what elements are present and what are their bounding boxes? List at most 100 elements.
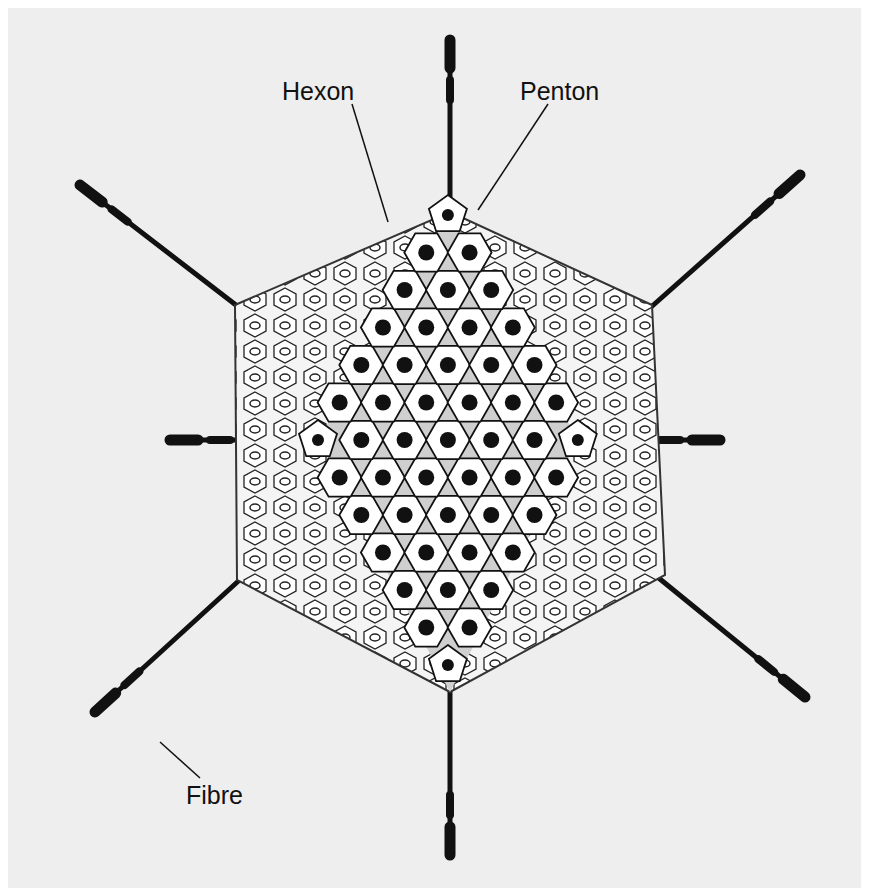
hexon [469, 571, 513, 609]
penton-base [429, 195, 467, 231]
fibre-shaft [650, 175, 800, 308]
hexon-grid [299, 195, 597, 681]
front-face [318, 212, 578, 692]
hexon-dot [483, 282, 499, 298]
penton-base [299, 420, 337, 456]
hexon-dot [418, 470, 434, 486]
hexon [491, 458, 535, 496]
penton-base [429, 645, 467, 681]
hexon-dot [397, 507, 413, 523]
fibre-knob [755, 202, 770, 215]
hexon-dot [483, 507, 499, 523]
fibre-knob [112, 209, 128, 221]
hexon [426, 346, 470, 384]
capsid-outline [235, 212, 665, 692]
hexon-dot [505, 545, 521, 561]
fibre-knob [660, 436, 680, 444]
hexon-dot [440, 507, 456, 523]
fibre-knob [445, 827, 456, 855]
hexon-dot [375, 320, 391, 336]
hexon [491, 308, 535, 346]
fibre-shaft [80, 185, 245, 312]
part-label: Penton [520, 78, 599, 106]
hexon [513, 421, 557, 459]
hexon-dot [375, 395, 391, 411]
hexon [426, 496, 470, 534]
hexon-dot [440, 582, 456, 598]
hexon-dot [462, 320, 478, 336]
hexon-dot [397, 582, 413, 598]
hexon [383, 346, 427, 384]
hexon [448, 383, 492, 421]
hexon [513, 496, 557, 534]
hexon-dot [505, 395, 521, 411]
hexon [404, 608, 448, 646]
hexon-dot [375, 470, 391, 486]
hexon [383, 421, 427, 459]
hexon [426, 421, 470, 459]
hexon-dot [353, 357, 369, 373]
hexon [448, 308, 492, 346]
fibre-knob [783, 679, 805, 697]
hexon-dot [462, 395, 478, 411]
penton-dot [312, 434, 324, 446]
hexon-dot [353, 507, 369, 523]
hexon-dot [527, 357, 543, 373]
fibre-knob [95, 693, 116, 712]
hexon [469, 346, 513, 384]
hexon [469, 421, 513, 459]
part-label: Hexon [282, 78, 354, 106]
hexon-dot [527, 507, 543, 523]
hexon [513, 346, 557, 384]
hexon [448, 608, 492, 646]
hexon [339, 346, 383, 384]
hexon-dot [397, 357, 413, 373]
hexon-dot [332, 470, 348, 486]
hexon-dot [483, 432, 499, 448]
hexon-dot [548, 395, 564, 411]
hexon-dot [397, 432, 413, 448]
leader-line [352, 104, 388, 222]
hexon-dot [418, 320, 434, 336]
hexon [404, 308, 448, 346]
hexon [448, 458, 492, 496]
hexon [404, 233, 448, 271]
hexon [534, 458, 578, 496]
hexon [448, 233, 492, 271]
hexon [469, 496, 513, 534]
fibre-knob [446, 795, 454, 815]
hexon [318, 383, 362, 421]
hexon [404, 383, 448, 421]
hexon [361, 458, 405, 496]
fibre-knob [758, 659, 774, 672]
hexon-dot [462, 245, 478, 261]
hexon-dot [418, 245, 434, 261]
hexon [404, 458, 448, 496]
hexon [361, 383, 405, 421]
hexon-dot [483, 357, 499, 373]
hexon [383, 271, 427, 309]
hexon-dot [375, 545, 391, 561]
hexon-dot [440, 432, 456, 448]
hexon-dot [505, 470, 521, 486]
hexon-dot [418, 545, 434, 561]
fibre-shaft [448, 40, 453, 212]
fibre-knob [125, 672, 140, 685]
penton-dot [442, 209, 454, 221]
fibre-shaft [95, 575, 245, 712]
fibre-group [80, 40, 805, 855]
hexon-dot [440, 282, 456, 298]
hexon-dot [527, 432, 543, 448]
fibre-shaft [655, 575, 805, 697]
hexon [383, 496, 427, 534]
fibre-knob [692, 435, 720, 446]
hexon-dot [462, 470, 478, 486]
hexon-dot [462, 620, 478, 636]
hexon [469, 271, 513, 309]
fibre-knob [170, 435, 198, 446]
fibre-knob [446, 80, 454, 100]
fibre-shaft [448, 692, 453, 855]
hexon-dot [353, 432, 369, 448]
hexon [491, 533, 535, 571]
